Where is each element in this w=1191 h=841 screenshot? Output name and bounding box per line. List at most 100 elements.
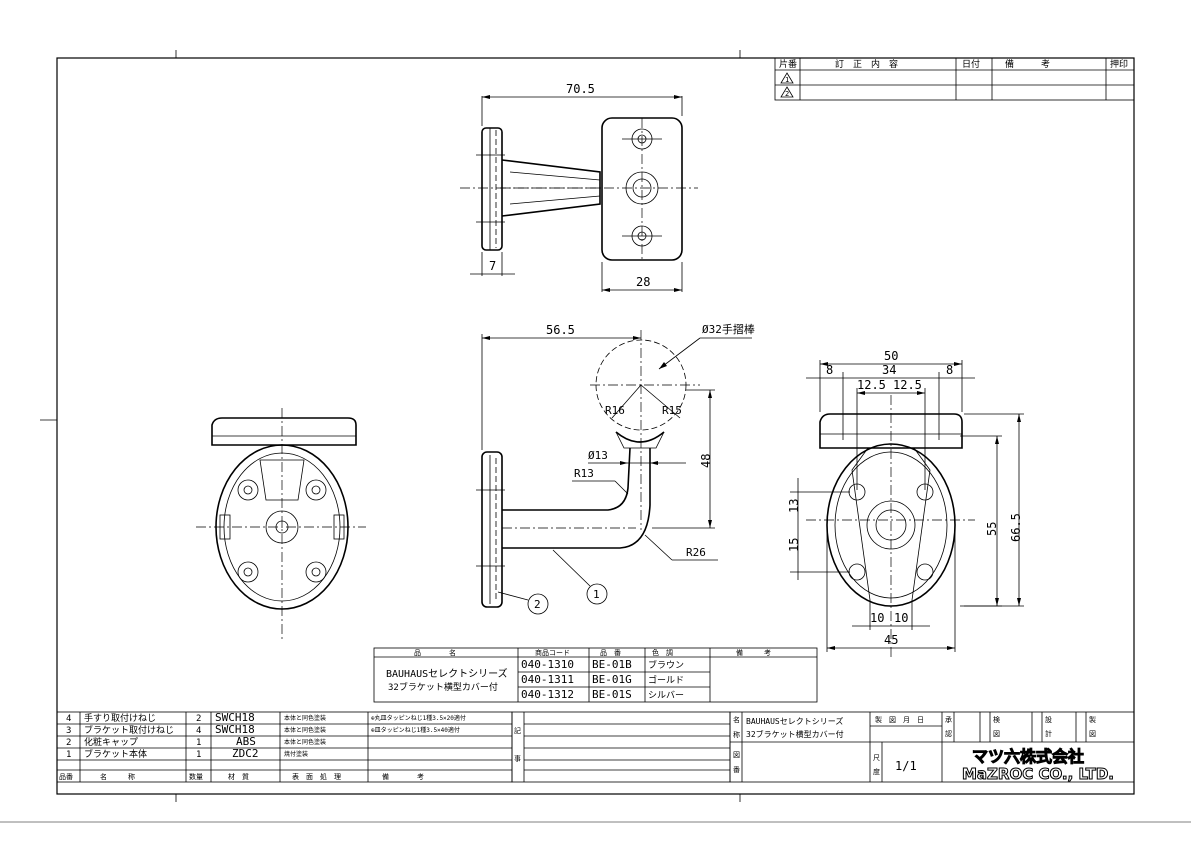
- parts-header-no: 品番: [59, 773, 73, 781]
- title-date-label: 製 図 月 日: [875, 715, 924, 724]
- title-scale-value: 1/1: [895, 759, 917, 773]
- product-header-code: 商品コード: [535, 648, 570, 657]
- title-design-2: 計: [1045, 729, 1052, 738]
- product-row-3-part: BE-01S: [592, 688, 632, 701]
- product-row-1-color: ブラウン: [648, 659, 684, 671]
- title-draft-2: 図: [1089, 730, 1096, 738]
- parts-row-1-no: 4: [66, 714, 71, 724]
- callout-1-label: 1: [593, 588, 600, 601]
- title-line1: BAUHAUSセレクトシリーズ: [746, 716, 843, 726]
- notes-area: 記 事: [511, 711, 731, 783]
- title-line2: 32ブラケット横型カバー付: [746, 729, 844, 739]
- parts-row-1-finish: 本体と同色塗装: [284, 714, 326, 722]
- parts-row-2-note: ⊕皿タッピンねじ1種3.5×40適付: [371, 726, 460, 734]
- product-row-1-code: 040-1310: [521, 658, 574, 671]
- dim-side-reach: 56.5: [546, 323, 575, 337]
- title-dwgno-label-1: 図: [733, 751, 740, 759]
- parts-row-2-material: SWCH18: [215, 723, 255, 736]
- product-name-line1: BAUHAUSセレクトシリーズ: [386, 667, 508, 680]
- dim-side-r13: R13: [574, 467, 594, 480]
- drawing-frame: [0, 50, 1191, 823]
- dim-front-h13: 13: [787, 499, 801, 513]
- dim-front-w125b: 12.5: [893, 378, 922, 392]
- title-design-1: 設: [1045, 715, 1052, 724]
- title-dwgno-label-2: 番: [733, 766, 740, 774]
- title-approve-2: 認: [945, 729, 952, 738]
- rev-header-content: 訂 正 内 容: [835, 58, 898, 70]
- product-row-1-part: BE-01B: [592, 658, 632, 671]
- title-name-label-2: 称: [733, 730, 740, 739]
- parts-row-1-qty: 2: [196, 714, 201, 724]
- parts-row-4-finish: 焼付塗装: [284, 750, 308, 758]
- parts-row-2-finish: 本体と同色塗装: [284, 726, 326, 734]
- product-header-name: 品 名: [414, 648, 456, 657]
- parts-row-2-name: ブラケット取付けねじ: [84, 724, 174, 736]
- dim-side-r26: R26: [686, 546, 706, 559]
- notes-label-ji: 事: [514, 754, 521, 763]
- side-view: R16 R15 Ø32手摺棒 56.5 Ø13 R13 48 R26: [476, 322, 755, 615]
- revision-triangle-2-icon: [780, 86, 794, 98]
- parts-row-1-note: ⊕丸皿タッピンねじ1種3.5×20適付: [371, 714, 466, 722]
- parts-row-3-finish: 本体と同色塗装: [284, 738, 326, 746]
- product-header-color: 色 調: [652, 648, 673, 657]
- notes-label-ki: 記: [514, 726, 521, 735]
- parts-row-3-material: ABS: [236, 735, 256, 748]
- company-logo-jp: マツ六株式会社: [972, 747, 1084, 766]
- callout-1-bubble: [586, 583, 608, 605]
- dim-front-h55: 55: [985, 522, 999, 536]
- dim-side-d13: Ø13: [588, 449, 608, 462]
- revision-table: 片番 訂 正 内 容 日付 備 考 押印 1 2: [774, 57, 1135, 101]
- parts-row-1-material: SWCH18: [215, 711, 255, 724]
- product-row-3-color: シルバー: [648, 690, 684, 701]
- dim-front-w8b: 8: [946, 363, 953, 377]
- product-header-part: 品 番: [600, 649, 621, 657]
- title-approve-1: 承: [945, 715, 952, 724]
- parts-row-3-qty: 1: [196, 738, 201, 748]
- dim-top-offset: 7: [489, 259, 496, 273]
- parts-row-3-no: 2: [66, 738, 71, 748]
- dim-front-w50: 50: [884, 349, 898, 363]
- parts-header-material: 材 質: [228, 772, 249, 781]
- title-inspect-2: 図: [993, 730, 1000, 738]
- parts-row-3-name: 化粧キャップ: [84, 736, 138, 748]
- parts-header-finish: 表 面 処 理: [292, 772, 341, 781]
- dim-side-r16: R16: [605, 404, 625, 417]
- top-view: 70.5 28 7: [460, 82, 698, 292]
- product-row-3-code: 040-1312: [521, 688, 574, 701]
- rev-header-stamp: 押印: [1110, 58, 1128, 70]
- dim-top-plate: 28: [636, 275, 650, 289]
- front-view: 50 8 34 8 12.5 12.5 13 15 55 66.5: [787, 349, 1024, 660]
- parts-header-name: 名 称: [100, 772, 135, 781]
- parts-row-4-qty: 1: [196, 750, 201, 760]
- parts-row-4-material: ZDC2: [232, 747, 259, 760]
- company-logo-en: MaZROC CO., LTD.: [962, 765, 1114, 783]
- title-scale-label-2: 度: [873, 767, 880, 776]
- title-inspect-1: 検: [993, 715, 1000, 724]
- dim-front-w34: 34: [882, 363, 896, 377]
- callout-2-label: 2: [534, 598, 541, 611]
- parts-header-qty: 数量: [189, 772, 203, 781]
- title-draft-1: 製: [1089, 715, 1096, 724]
- product-row-2-code: 040-1311: [521, 673, 574, 686]
- parts-row-2-no: 3: [66, 726, 71, 736]
- parts-header-note: 備 考: [382, 772, 424, 781]
- rev-row-2: 2: [785, 90, 789, 98]
- dim-front-w45: 45: [884, 633, 898, 647]
- dim-side-h48: 48: [699, 454, 713, 468]
- product-row-2-color: ゴールド: [648, 674, 684, 686]
- dim-top-width: 70.5: [566, 82, 595, 96]
- rev-header-date: 日付: [962, 59, 980, 70]
- dim-front-h15: 15: [787, 538, 801, 552]
- rev-header-no: 片番: [779, 58, 797, 70]
- parts-row-1-name: 手すり取付けねじ: [84, 712, 156, 724]
- dim-front-w10b: 10: [894, 611, 908, 625]
- product-header-note: 備 考: [736, 648, 771, 657]
- product-name-line2: 32ブラケット横型カバー付: [388, 681, 498, 693]
- rev-row-1: 1: [785, 76, 789, 84]
- title-name-label-1: 名: [733, 715, 740, 724]
- parts-list: 4 手すり取付けねじ 2 SWCH18 本体と同色塗装 ⊕丸皿タッピンねじ1種3…: [56, 711, 513, 783]
- parts-row-4-name: ブラケット本体: [84, 748, 147, 760]
- callout-2-bubble: [527, 593, 549, 615]
- product-table: 品 名 商品コード 品 番 色 調 備 考 BAUHAUSセレクトシリーズ 32…: [373, 647, 818, 703]
